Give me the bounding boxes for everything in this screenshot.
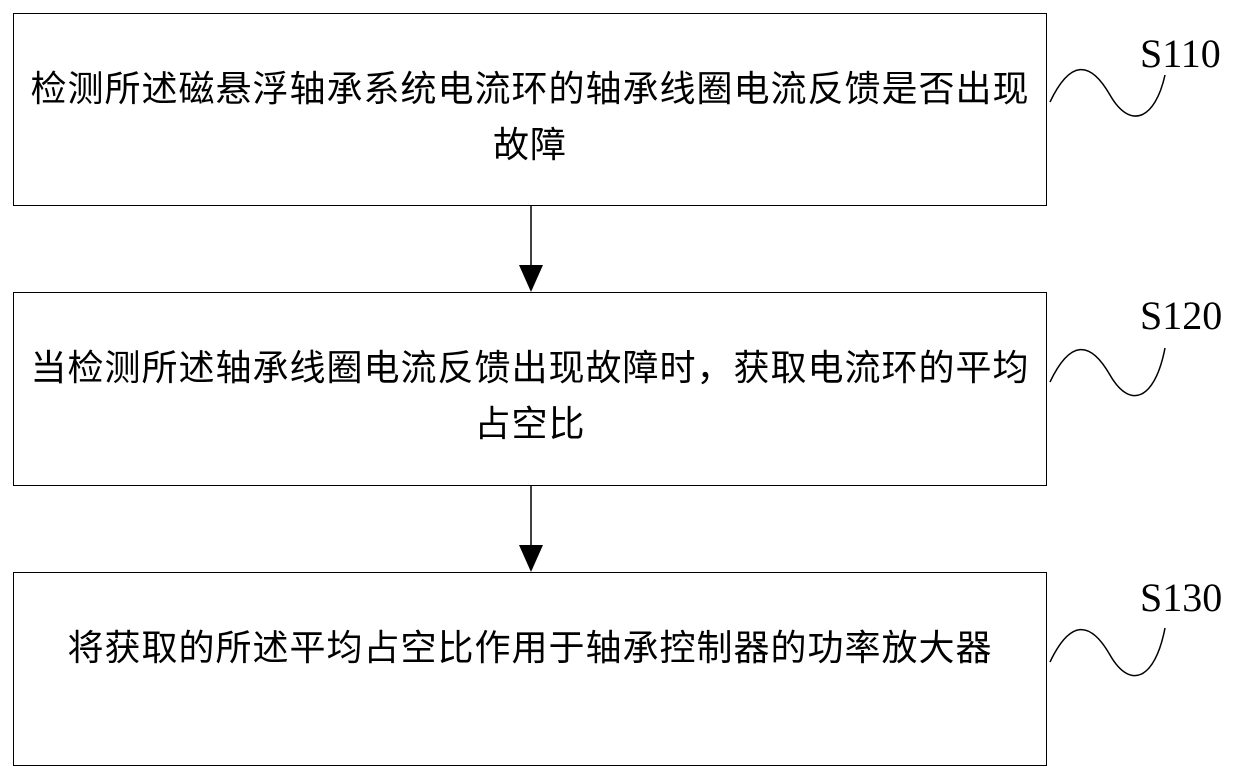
step-label-s110: S110 <box>1140 31 1221 76</box>
arrow-s110-to-s120 <box>519 206 543 292</box>
step-text-s120: 当检测所述轴承线圈电流反馈出现故障时，获取电流环的平均占空比 <box>30 348 1030 445</box>
step-box-s130: 将获取的所述平均占空比作用于轴承控制器的功率放大器 <box>13 572 1047 766</box>
step-box-s120: 当检测所述轴承线圈电流反馈出现故障时，获取电流环的平均占空比 <box>13 292 1047 486</box>
step-text-s130: 将获取的所述平均占空比作用于轴承控制器的功率放大器 <box>67 628 993 669</box>
leader-squiggle-s130 <box>1049 627 1166 677</box>
leader-squiggle-s110 <box>1049 68 1166 117</box>
arrow-s120-to-s130 <box>519 486 543 572</box>
leader-squiggle-s120 <box>1049 347 1166 397</box>
step-box-s110: 检测所述磁悬浮轴承系统电流环的轴承线圈电流反馈是否出现故障 <box>13 13 1047 206</box>
step-text-s110: 检测所述磁悬浮轴承系统电流环的轴承线圈电流反馈是否出现故障 <box>30 69 1030 166</box>
step-label-s130: S130 <box>1140 575 1223 620</box>
step-label-s120: S120 <box>1140 293 1223 338</box>
